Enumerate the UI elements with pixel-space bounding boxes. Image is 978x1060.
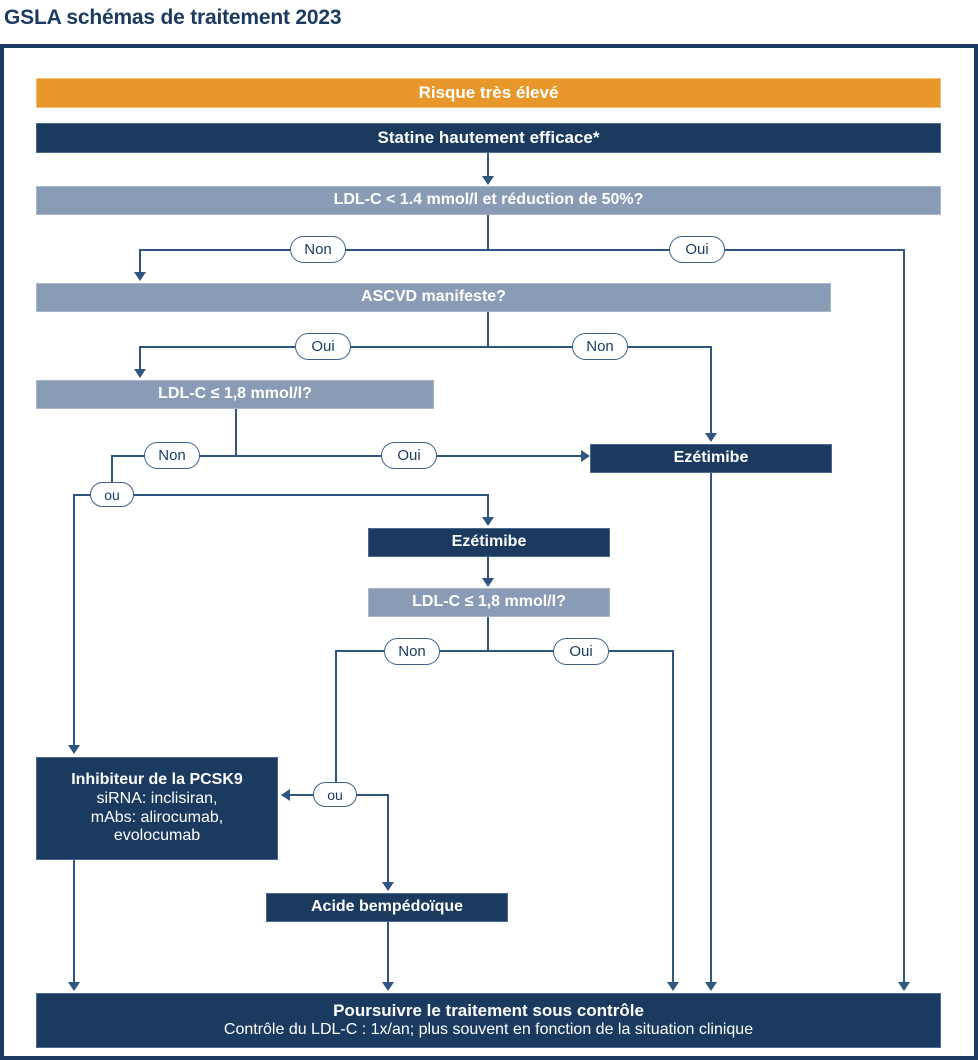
node-label: Risque très élevé: [418, 82, 559, 102]
arrow-q3-oui-to-ezetimibe: [581, 450, 590, 462]
edge-label-q4-non: Non: [384, 638, 440, 665]
edge-label-q3-non: Non: [144, 442, 200, 469]
node-label: LDL-C ≤ 1,8 mmol/l?: [412, 593, 566, 611]
edge-q2-non-drop: [710, 346, 712, 434]
node-detail-line-2: mAbs: alirocumab,: [90, 808, 224, 826]
node-acide-bempedoique: Acide bempédoïque: [266, 893, 508, 922]
edge-label-q1-non: Non: [290, 236, 346, 263]
edge-label-q3-oui: Oui: [381, 442, 437, 469]
edge-ezemid-to-q4: [487, 557, 489, 579]
edge-statin-to-q1: [487, 153, 489, 177]
edge-ou-bottom-drop: [387, 794, 389, 883]
node-statine-hautement-efficace: Statine hautement efficace*: [36, 123, 941, 153]
node-risque-tres-eleve: Risque très élevé: [36, 78, 941, 108]
edge-label-text: Non: [158, 447, 186, 464]
edge-label-text: Oui: [397, 447, 421, 464]
node-detail-line-3: evolocumab: [113, 827, 201, 845]
edge-label-text: Non: [398, 643, 426, 660]
frame-border-bottom: [0, 1056, 978, 1060]
frame-border-left: [0, 44, 4, 1060]
edge-label-text: Oui: [311, 338, 335, 355]
node-decision-ascvd: ASCVD manifeste?: [36, 283, 831, 312]
edge-ou-top-left: [73, 494, 92, 496]
node-poursuivre-traitement: Poursuivre le traitement sous contrôle C…: [36, 993, 941, 1048]
edge-pcsk9-to-followup: [73, 860, 75, 984]
arrow-pcsk9-to-followup: [68, 982, 80, 991]
node-label: Statine hautement efficace*: [377, 127, 600, 147]
edge-bempedoique-to-followup: [387, 922, 389, 984]
node-title: Inhibiteur de la PCSK9: [71, 770, 243, 788]
node-label: ASCVD manifeste?: [361, 288, 506, 306]
edge-q1-bus: [139, 249, 905, 251]
arrow-q2-oui-to-q3: [134, 369, 146, 378]
edge-q1-oui-rail: [903, 249, 905, 984]
edge-label-q1-oui: Oui: [669, 236, 725, 263]
node-ezetimibe-middle: Ezétimibe: [368, 528, 610, 557]
edge-label-text: Non: [304, 241, 332, 258]
edge-q3-bus: [111, 455, 585, 457]
frame-border-right: [974, 44, 978, 1060]
arrow-q4-oui-to-followup: [667, 982, 679, 991]
edge-label-q2-non: Non: [572, 333, 628, 360]
arrow-ou-top-to-pcsk9: [68, 745, 80, 754]
edge-label-q4-oui: Oui: [553, 638, 609, 665]
edge-q2-oui-drop: [139, 346, 141, 370]
edge-ou-top-right-drop: [487, 494, 489, 518]
edge-label-text: Non: [586, 338, 614, 355]
arrow-ou-bottom-to-bempedoique: [382, 882, 394, 891]
node-decision-ldlc-1-4: LDL-C < 1.4 mmol/l et réduction de 50%?: [36, 186, 941, 215]
node-label: Ezétimibe: [673, 449, 749, 467]
node-ezetimibe-right: Ezétimibe: [590, 444, 832, 473]
edge-ou-bottom-left: [290, 794, 315, 796]
edge-ezeright-to-followup: [710, 473, 712, 984]
edge-q4-non-drop: [335, 650, 337, 784]
node-detail: Contrôle du LDL-C : 1x/an; plus souvent …: [223, 1021, 754, 1039]
edge-q4-stub: [487, 617, 489, 651]
node-inhibiteur-pcsk9: Inhibiteur de la PCSK9 siRNA: inclisiran…: [36, 757, 278, 860]
arrow-statin-to-q1: [482, 176, 494, 185]
arrow-ou-bottom-to-pcsk9: [281, 789, 290, 801]
edge-q1-stub: [487, 215, 489, 250]
edge-q1-non-drop: [139, 249, 141, 274]
edge-ou-top-left-rail: [73, 494, 75, 746]
edge-q2-stub: [487, 312, 489, 347]
edge-label-text: ou: [104, 486, 120, 503]
node-label: Ezétimibe: [451, 533, 527, 551]
arrow-ezeright-to-followup: [705, 982, 717, 991]
edge-label-text: ou: [327, 786, 343, 803]
arrow-q1-non-to-ascvd: [134, 272, 146, 281]
edge-q4-oui-rail: [672, 650, 674, 984]
edge-q3-stub: [235, 409, 237, 455]
arrow-q1-oui-to-followup: [898, 982, 910, 991]
header-divider: [0, 44, 978, 48]
node-decision-ldlc-18-left: LDL-C ≤ 1,8 mmol/l?: [36, 380, 434, 409]
arrow-ou-top-to-ezetimibe-mid: [482, 517, 494, 526]
edge-label-text: Oui: [569, 643, 593, 660]
edge-label-text: Oui: [685, 241, 709, 258]
edge-q2-bus: [139, 346, 710, 348]
page-title: GSLA schémas de traitement 2023: [4, 6, 342, 29]
arrow-ezemid-to-q4: [482, 578, 494, 587]
edge-ou-bottom-right: [356, 794, 389, 796]
node-decision-ldlc-18-middle: LDL-C ≤ 1,8 mmol/l?: [368, 588, 610, 617]
node-title: Poursuivre le traitement sous contrôle: [333, 1001, 644, 1021]
node-label: LDL-C < 1.4 mmol/l et réduction de 50%?: [333, 191, 644, 209]
node-detail-line-1: siRNA: inclisiran,: [96, 789, 218, 807]
edge-ou-top-right: [133, 494, 489, 496]
edge-label-ou-top: ou: [90, 482, 134, 507]
edge-q4-bus: [335, 650, 672, 652]
edge-label-ou-bottom: ou: [313, 782, 357, 807]
node-label: LDL-C ≤ 1,8 mmol/l?: [158, 385, 312, 403]
arrow-q2-non-to-ezetimibe: [705, 433, 717, 442]
edge-q3-non-drop: [111, 455, 113, 485]
arrow-bempedoique-to-followup: [382, 982, 394, 991]
node-label: Acide bempédoïque: [310, 898, 464, 916]
edge-label-q2-oui: Oui: [295, 333, 351, 360]
